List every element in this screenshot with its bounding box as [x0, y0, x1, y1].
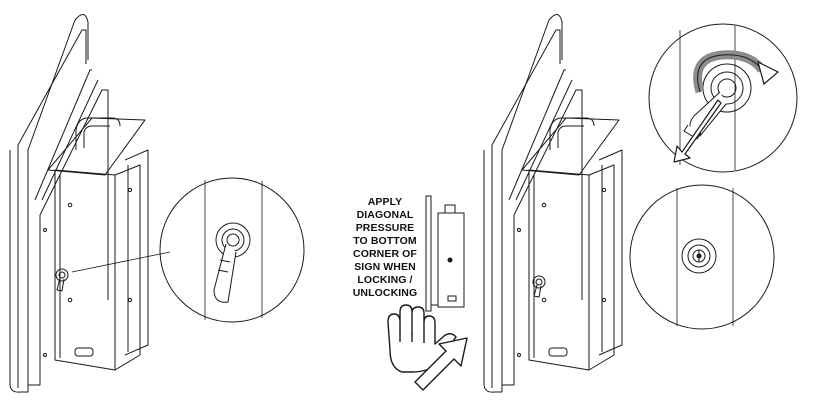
- caption-line-8: UNLOCKING: [353, 287, 417, 299]
- pull-out-arrow: [673, 99, 722, 163]
- instruction-caption: APPLY DIAGONAL PRESSURE TO BOTTOM CORNER…: [353, 196, 418, 299]
- left-sign-unit: [9, 14, 171, 393]
- caption-line-2: DIAGONAL: [357, 209, 414, 221]
- caption-line-3: PRESSURE: [356, 222, 415, 234]
- lock-cylinder: [681, 238, 717, 274]
- side-view-sign: [425, 195, 465, 312]
- key-icon: [213, 243, 237, 303]
- caption-line-4: TO BOTTOM: [353, 235, 417, 247]
- diagonal-push-arrow: [414, 337, 468, 391]
- caption-line-5: CORNER OF: [353, 248, 417, 260]
- caption-line-1: APPLY: [368, 196, 403, 208]
- top-right-magnified-turn-view: [648, 23, 798, 173]
- caption-line-7: LOCKING /: [357, 274, 412, 286]
- rotation-arrow: [693, 50, 780, 94]
- right-sign-unit: [483, 14, 623, 393]
- bottom-right-magnified-lock-view: [629, 184, 775, 330]
- left-magnified-lock-view: [159, 177, 305, 323]
- caption-line-6: SIGN WHEN: [354, 261, 416, 273]
